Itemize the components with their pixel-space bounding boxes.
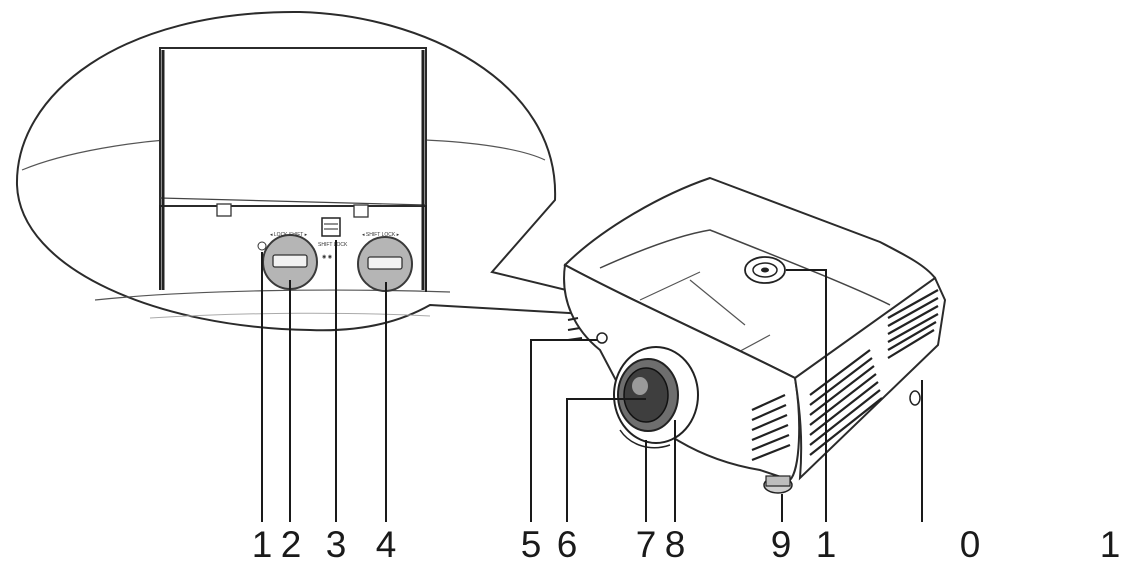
lens-door-panel <box>159 47 427 292</box>
callout-1: 1 <box>251 524 273 565</box>
callout-6: 6 <box>556 524 578 565</box>
side-vents <box>809 289 939 456</box>
svg-text:◂ SHIFT LOCK ▸: ◂ SHIFT LOCK ▸ <box>362 232 400 238</box>
ir-receiver <box>596 332 608 344</box>
front-vents <box>751 393 791 462</box>
callout-7: 7 <box>635 524 657 565</box>
callout-5: 5 <box>520 524 542 565</box>
svg-text:◉ ◉: ◉ ◉ <box>322 254 333 260</box>
keypad-button <box>744 256 786 284</box>
callout-11: 1 <box>1099 524 1121 565</box>
leader-lines <box>261 240 923 522</box>
adjustable-foot <box>763 475 793 494</box>
callout-8: 8 <box>664 524 686 565</box>
callout-10-tens: 1 <box>815 524 837 565</box>
callout-2: 2 <box>280 524 302 565</box>
callout-10-units: 0 <box>959 524 981 565</box>
center-switch: SHIFT LOCK ◉ ◉ <box>318 217 348 260</box>
svg-text:◂ LOCK SHIFT ▸: ◂ LOCK SHIFT ▸ <box>270 232 308 238</box>
projector-body <box>563 176 947 494</box>
callout-3: 3 <box>325 524 347 565</box>
svg-text:SHIFT LOCK: SHIFT LOCK <box>318 242 348 248</box>
callout-4: 4 <box>375 524 397 565</box>
lens-assembly <box>613 346 699 449</box>
callout-9: 9 <box>770 524 792 565</box>
